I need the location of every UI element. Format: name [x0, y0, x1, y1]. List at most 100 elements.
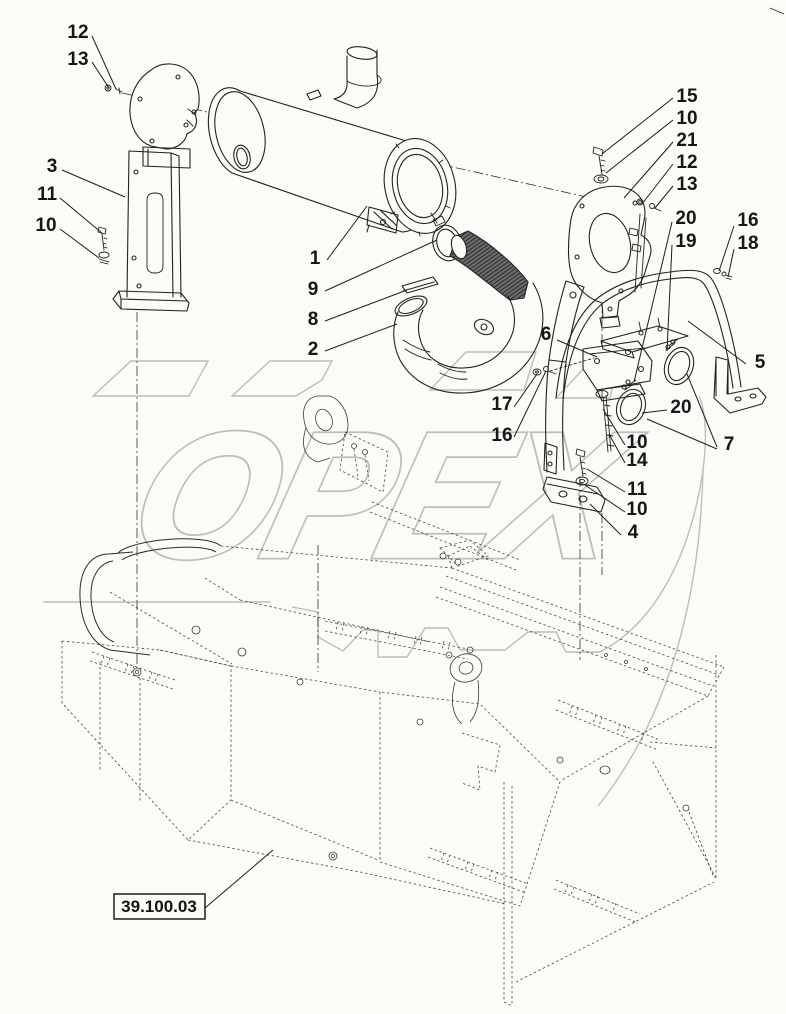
stud-14: [602, 395, 615, 453]
callout-10c: 10: [626, 432, 647, 453]
callout-18: 18: [737, 233, 758, 254]
bracket4-wing: [543, 442, 558, 475]
muffler-inlet-hole: [236, 147, 248, 167]
clamp-lug-bolt: [621, 384, 627, 390]
watermark-swoosh: [599, 395, 706, 653]
callout-16b: 16: [491, 425, 512, 446]
callout-4: 4: [628, 522, 639, 543]
screw-18-tail: [725, 274, 733, 280]
leader-9: [324, 239, 438, 292]
bracket3-hole: [131, 255, 137, 261]
muffler-outlet-seam: [346, 74, 382, 87]
bolt-11-head: [575, 448, 586, 458]
leader-12: [91, 35, 117, 90]
clamp-lug-bolt: [670, 339, 676, 345]
frame-bolt: [466, 646, 474, 654]
bolt-11-left: [97, 226, 110, 265]
bracket3-foot: [112, 290, 190, 312]
leader-20b: [641, 409, 668, 414]
frame-mount-bolt: [132, 667, 142, 677]
leader-lines: [59, 35, 747, 909]
frame-rivet-strip: [427, 847, 529, 894]
washer-10: [98, 251, 110, 259]
frame-rivet-strip: [553, 879, 641, 924]
callout-10r: 10: [676, 108, 697, 129]
leader-14: [608, 433, 626, 464]
muffler-support-bracket: [112, 63, 200, 312]
clip-10: [98, 258, 110, 265]
bracket3-hole: [149, 138, 155, 144]
bolt-11-shank: [579, 456, 587, 477]
gasket-8: [401, 276, 439, 294]
leader-1: [326, 205, 368, 261]
shield-foot-tab: [599, 315, 621, 329]
bolt-head: [592, 146, 604, 157]
bracket6-hole: [593, 357, 601, 365]
frame-hole: [237, 647, 247, 657]
bolt-shank: [598, 155, 606, 175]
bracket3-hole: [133, 169, 139, 175]
leader-10c: [602, 408, 626, 446]
frame-hole: [296, 678, 304, 686]
frame-hole: [556, 756, 564, 764]
callout-labels: 12 13 3 11 10 1 9 8 2 15 10 21 12 13 20 …: [35, 22, 765, 543]
page-corner-mark: [769, 7, 785, 15]
reference-code: 39.100.03: [121, 897, 197, 916]
support-bracket-4: [542, 280, 606, 513]
bracket3-gusset: [142, 146, 191, 169]
callout-9: 9: [308, 279, 319, 300]
tube-foot-hole: [734, 396, 742, 402]
bracket4-foot: [542, 476, 606, 513]
leader-7: [646, 373, 718, 450]
frame-hanger-loop: [449, 653, 483, 683]
frame-right-post: [503, 655, 717, 1007]
bracket4-wing-hole: [547, 461, 553, 467]
frame-front-curl: [79, 551, 151, 656]
callout-12r: 12: [676, 152, 697, 173]
bracket3-column: [126, 150, 182, 298]
muffler-outlet-stub: [333, 49, 379, 109]
frame-rivet-strip: [555, 699, 661, 751]
callout-13: 13: [67, 49, 88, 70]
callout-7: 7: [724, 434, 735, 455]
leader-13: [91, 61, 110, 89]
leader-16a: [718, 225, 735, 272]
muffler-axis-centerline: [121, 92, 601, 201]
bracket3-slot: [146, 192, 164, 274]
frame-rail-rivet: [604, 653, 608, 657]
washer-17: [532, 368, 542, 376]
bracket4-hole: [569, 291, 577, 299]
callout-1: 1: [310, 248, 321, 269]
callout-21: 21: [676, 130, 698, 151]
pipe-flange: [394, 295, 428, 317]
heat-shield: [567, 185, 652, 329]
bracket3-hole: [136, 283, 142, 289]
cradle-plate: [600, 325, 689, 359]
alignment-line: [549, 357, 595, 372]
callout-8: 8: [308, 309, 319, 330]
tube-foot-bracket: [713, 356, 767, 414]
clamp-band: [663, 346, 695, 386]
bracket3-hole: [175, 74, 181, 80]
frame-rail-rivet: [644, 667, 648, 671]
leader-refcode: [204, 849, 274, 909]
callout-11: 11: [37, 184, 58, 205]
chassis-frame: [61, 7, 785, 1007]
muffler: [207, 46, 457, 237]
bracket4-strap: [545, 280, 585, 473]
bracket3-hole: [183, 122, 189, 128]
flex-pipe-body: [449, 230, 529, 301]
frame-bolt: [445, 651, 453, 659]
callout-13r: 13: [676, 174, 697, 195]
pipe-seams: [402, 339, 468, 380]
muffler-opening: [396, 153, 444, 219]
flex-pipe-end: [450, 234, 468, 260]
frame-hole: [328, 851, 338, 861]
frame-corner-bolt-line: [688, 811, 715, 879]
clamp-band: [667, 350, 691, 382]
muffler-flange-bolts: [390, 143, 451, 237]
cradle-bolt: [638, 330, 644, 336]
leader-10d: [584, 484, 626, 513]
